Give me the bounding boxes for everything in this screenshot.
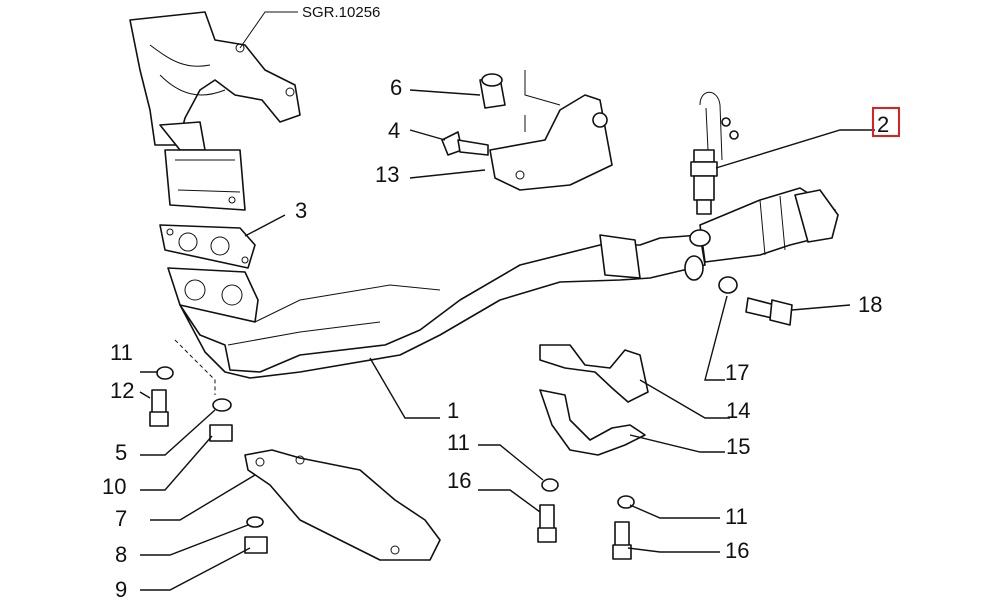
callout-12: 12 xyxy=(110,378,134,403)
callout-10: 10 xyxy=(102,474,126,499)
callout-3: 3 xyxy=(295,198,307,223)
callout-8: 8 xyxy=(115,542,127,567)
callout-14: 14 xyxy=(726,398,750,423)
callout-16-middle: 16 xyxy=(447,468,471,493)
callout-13: 13 xyxy=(375,162,399,187)
front-exhaust-pipe xyxy=(167,234,706,379)
oxygen-sensor xyxy=(690,91,739,215)
callout-18: 18 xyxy=(858,292,882,317)
callout-5: 5 xyxy=(115,440,127,465)
bracket-assembly xyxy=(441,70,613,191)
callout-16-right: 16 xyxy=(725,538,749,563)
catalytic-converter xyxy=(689,187,839,263)
callout-9: 9 xyxy=(115,577,127,600)
support-bracket xyxy=(244,449,441,561)
callout-17: 17 xyxy=(725,360,749,385)
callout-11-middle: 11 xyxy=(447,430,470,455)
highlight-box xyxy=(872,107,900,137)
callout-4: 4 xyxy=(388,118,400,143)
hardware xyxy=(149,276,793,560)
lower-clamp xyxy=(539,389,646,456)
exhaust-manifold xyxy=(129,11,301,211)
callout-1: 1 xyxy=(447,398,459,423)
callout-2: 2 xyxy=(877,112,889,137)
callout-11-right: 11 xyxy=(725,504,748,529)
upper-clamp xyxy=(539,344,649,403)
manifold-gasket xyxy=(159,224,256,269)
reference-code: SGR.10256 xyxy=(302,4,380,21)
callout-15: 15 xyxy=(726,434,750,459)
callout-7: 7 xyxy=(115,506,127,531)
callout-11-left: 11 xyxy=(110,340,133,365)
callout-6: 6 xyxy=(390,75,402,100)
